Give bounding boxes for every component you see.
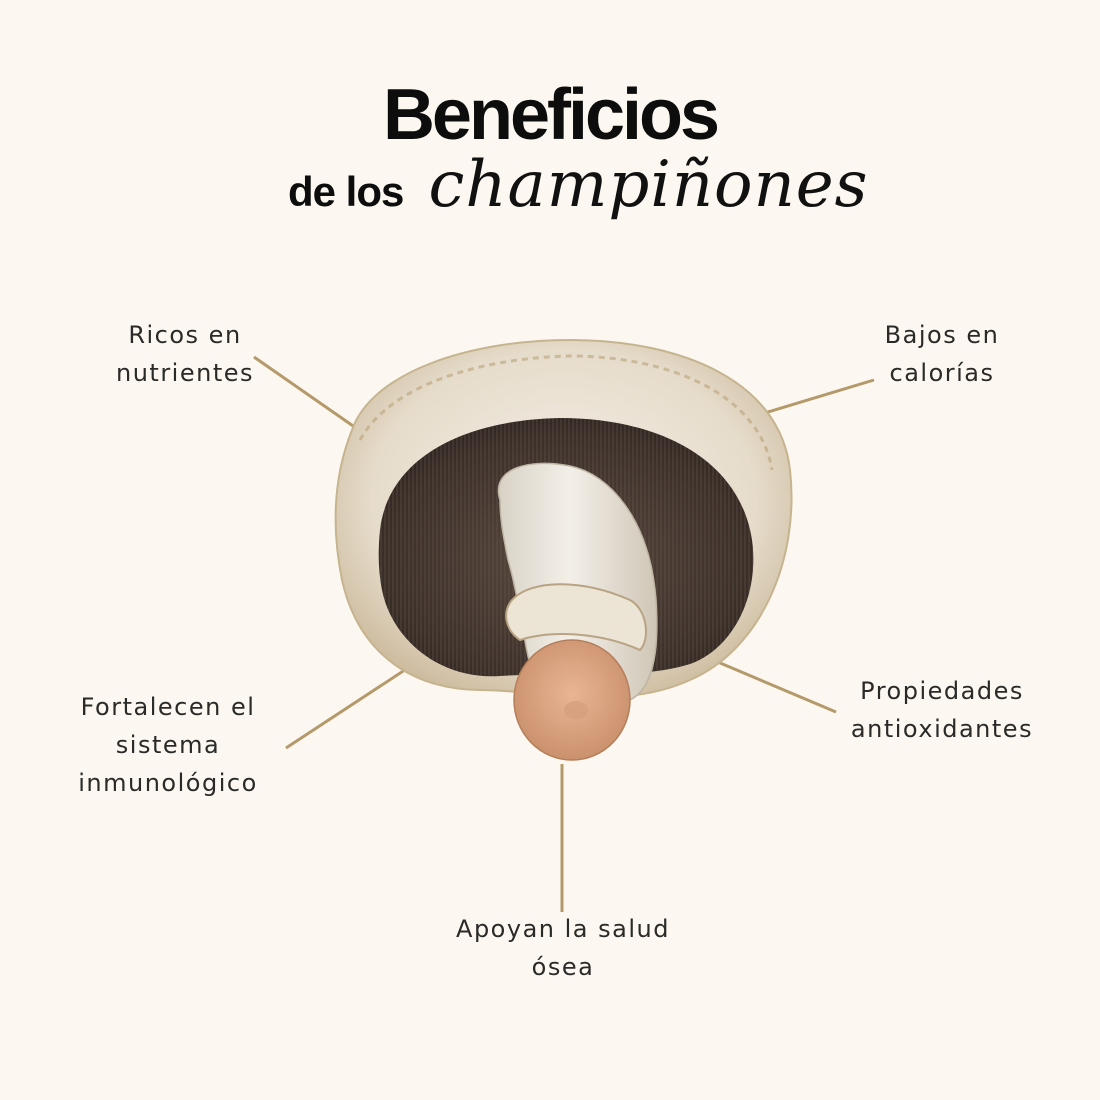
benefit-line: nutrientes xyxy=(115,359,255,387)
benefit-line: ósea xyxy=(531,953,595,981)
benefit-line: Ricos en xyxy=(128,321,242,349)
connector-propiedades xyxy=(705,655,837,714)
subtitle-prefix: de los xyxy=(288,168,404,215)
page-title: Beneficios xyxy=(382,75,720,155)
benefit-line: antioxidantes xyxy=(850,715,1034,743)
mushroom-stem-cut xyxy=(513,639,631,761)
benefit-line: calorías xyxy=(889,359,995,387)
subtitle-script: champiñones xyxy=(428,148,869,222)
benefit-line: Bajos en xyxy=(884,321,1000,349)
connector-ricos xyxy=(253,355,357,430)
benefit-label-ricos: Ricos en nutrientes xyxy=(100,316,270,392)
benefit-line: sistema xyxy=(115,731,221,759)
benefit-label-apoyan: Apoyan la salud ósea xyxy=(432,910,694,986)
connector-lines xyxy=(253,355,875,912)
connector-bajos xyxy=(747,378,875,420)
benefit-label-fortalecen: Fortalecen el sistema inmunológico xyxy=(58,688,278,802)
benefit-label-bajos: Bajos en calorías xyxy=(857,316,1027,392)
connector-fortalecen xyxy=(285,658,421,750)
benefit-line: Propiedades xyxy=(860,677,1024,705)
benefit-line: inmunológico xyxy=(78,769,258,797)
page-subtitle: de los champiñones xyxy=(288,148,869,222)
benefit-line: Fortalecen el xyxy=(80,693,256,721)
benefit-label-propiedades: Propiedades antioxidantes xyxy=(832,672,1052,748)
mushroom-image xyxy=(334,338,793,761)
benefit-line: Apoyan la salud xyxy=(456,915,670,943)
